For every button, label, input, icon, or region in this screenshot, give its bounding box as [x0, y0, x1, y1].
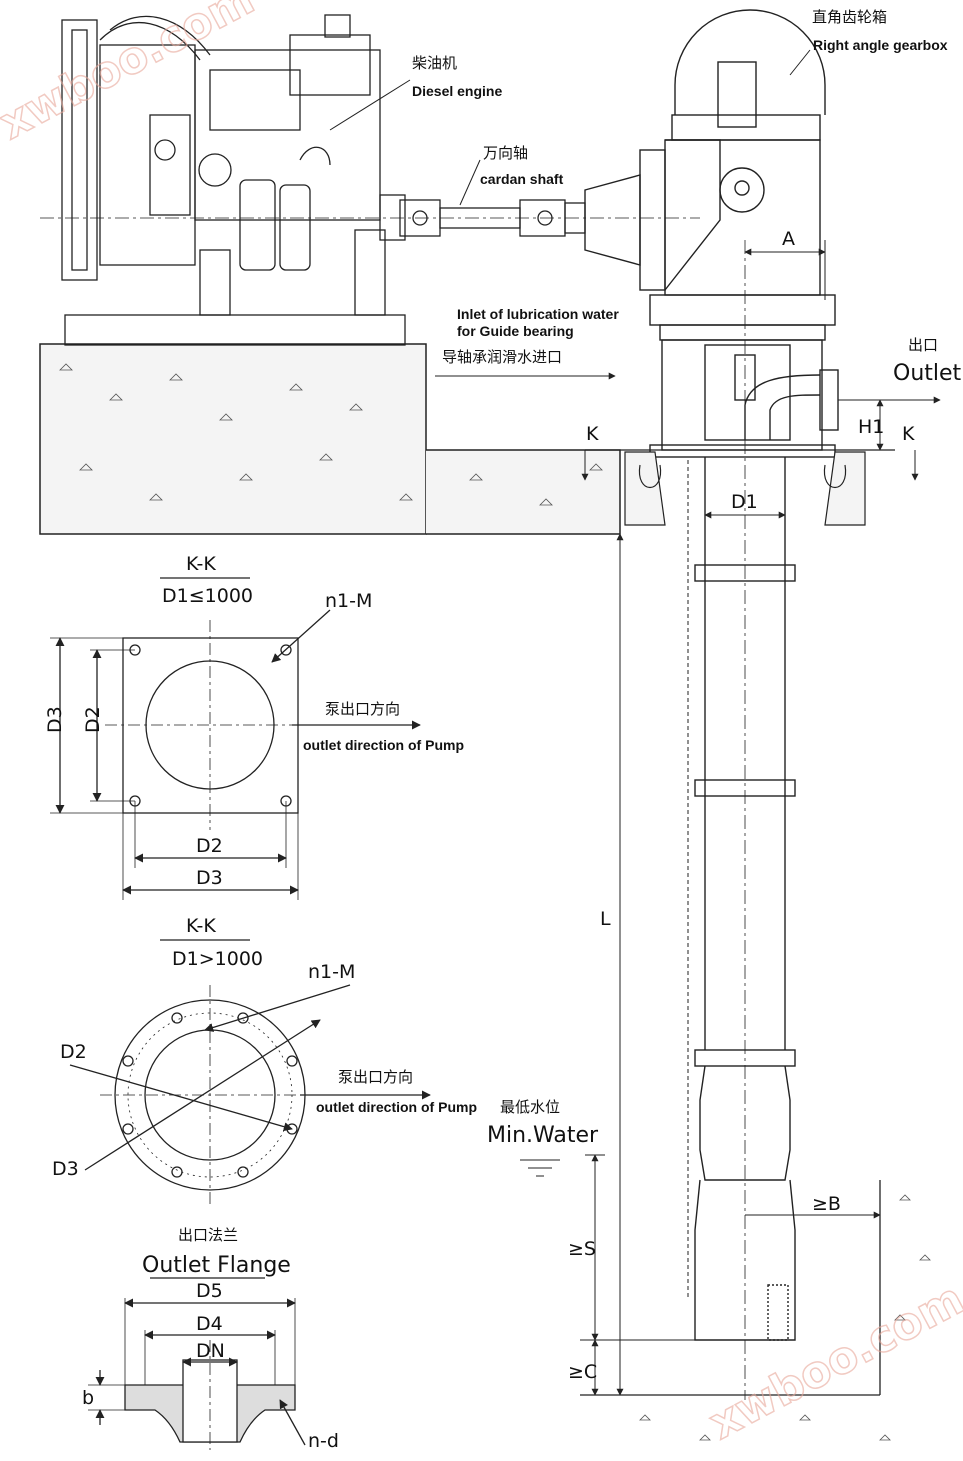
gearbox-label-en: Right angle gearbox: [813, 37, 948, 53]
dim-D3-a-v: D3: [44, 706, 66, 733]
minwater-label-cn: 最低水位: [500, 1098, 560, 1116]
inlet-label-cn: 导轴承润滑水进口: [442, 348, 562, 366]
section-b-title: K-K: [186, 915, 216, 937]
flange-label-en: Outlet Flange: [142, 1253, 291, 1278]
dim-A: A: [782, 228, 795, 250]
direction-a-en: outlet direction of Pump: [303, 737, 464, 753]
pump-column: [687, 457, 796, 1341]
dim-L: L: [600, 908, 611, 930]
cardan-label-cn: 万向轴: [483, 144, 528, 162]
cardan-shaft: [399, 199, 586, 237]
dim-B: ≥B: [812, 1193, 841, 1215]
section-a-condition: D1≤1000: [162, 585, 253, 607]
gearbox-label-cn: 直角齿轮箱: [812, 8, 887, 26]
outlet-label-cn: 出口: [908, 336, 938, 354]
engine-label-en: Diesel engine: [412, 83, 502, 99]
outlet-flange: [88, 1277, 306, 1450]
minwater-label-en: Min.Water: [487, 1123, 599, 1148]
dim-D2-a-v: D2: [82, 706, 104, 733]
direction-b-cn: 泵出口方向: [338, 1068, 413, 1086]
engine-foundation: [39, 343, 621, 535]
pump-discharge-head: [649, 339, 839, 458]
dim-D2-b: D2: [60, 1041, 87, 1063]
dim-K-left: K: [586, 423, 599, 445]
dim-n1M-a: n1-M: [325, 590, 372, 612]
dim-D1: D1: [731, 491, 758, 513]
section-b-condition: D1>1000: [172, 948, 263, 970]
dim-DN: DN: [196, 1340, 225, 1362]
dim-nd: n-d: [308, 1430, 339, 1452]
dim-D3-a-h: D3: [196, 867, 223, 889]
cardan-label-en: cardan shaft: [480, 171, 564, 187]
dim-D4: D4: [196, 1313, 223, 1335]
direction-b-en: outlet direction of Pump: [316, 1099, 477, 1115]
dim-b: b: [82, 1387, 94, 1409]
section-kk-round: [69, 939, 431, 1205]
watermark-bottom: xwboo.com: [701, 1273, 963, 1449]
outlet-label-en: Outlet: [893, 361, 962, 386]
diesel-engine: [61, 14, 406, 346]
dim-D2-a-h: D2: [196, 835, 223, 857]
dim-C: ≥C: [568, 1361, 597, 1383]
right-angle-gearbox: [584, 9, 836, 341]
inlet-label-en-2: for Guide bearing: [457, 323, 574, 339]
engine-label-cn: 柴油机: [412, 54, 457, 72]
pump-foundation: [585, 449, 895, 526]
dim-K-right: K: [902, 423, 915, 445]
dim-D3-b: D3: [52, 1158, 79, 1180]
section-kk-square: [50, 577, 421, 900]
section-a-title: K-K: [186, 553, 216, 575]
dim-n1M-b: n1-M: [308, 961, 355, 983]
direction-a-cn: 泵出口方向: [325, 700, 400, 718]
inlet-label-en-1: Inlet of lubrication water: [457, 306, 619, 322]
dim-S: ≥S: [568, 1238, 596, 1260]
flange-label-cn: 出口法兰: [178, 1226, 238, 1244]
dim-D5: D5: [196, 1280, 223, 1302]
dim-H1: H1: [858, 416, 884, 438]
